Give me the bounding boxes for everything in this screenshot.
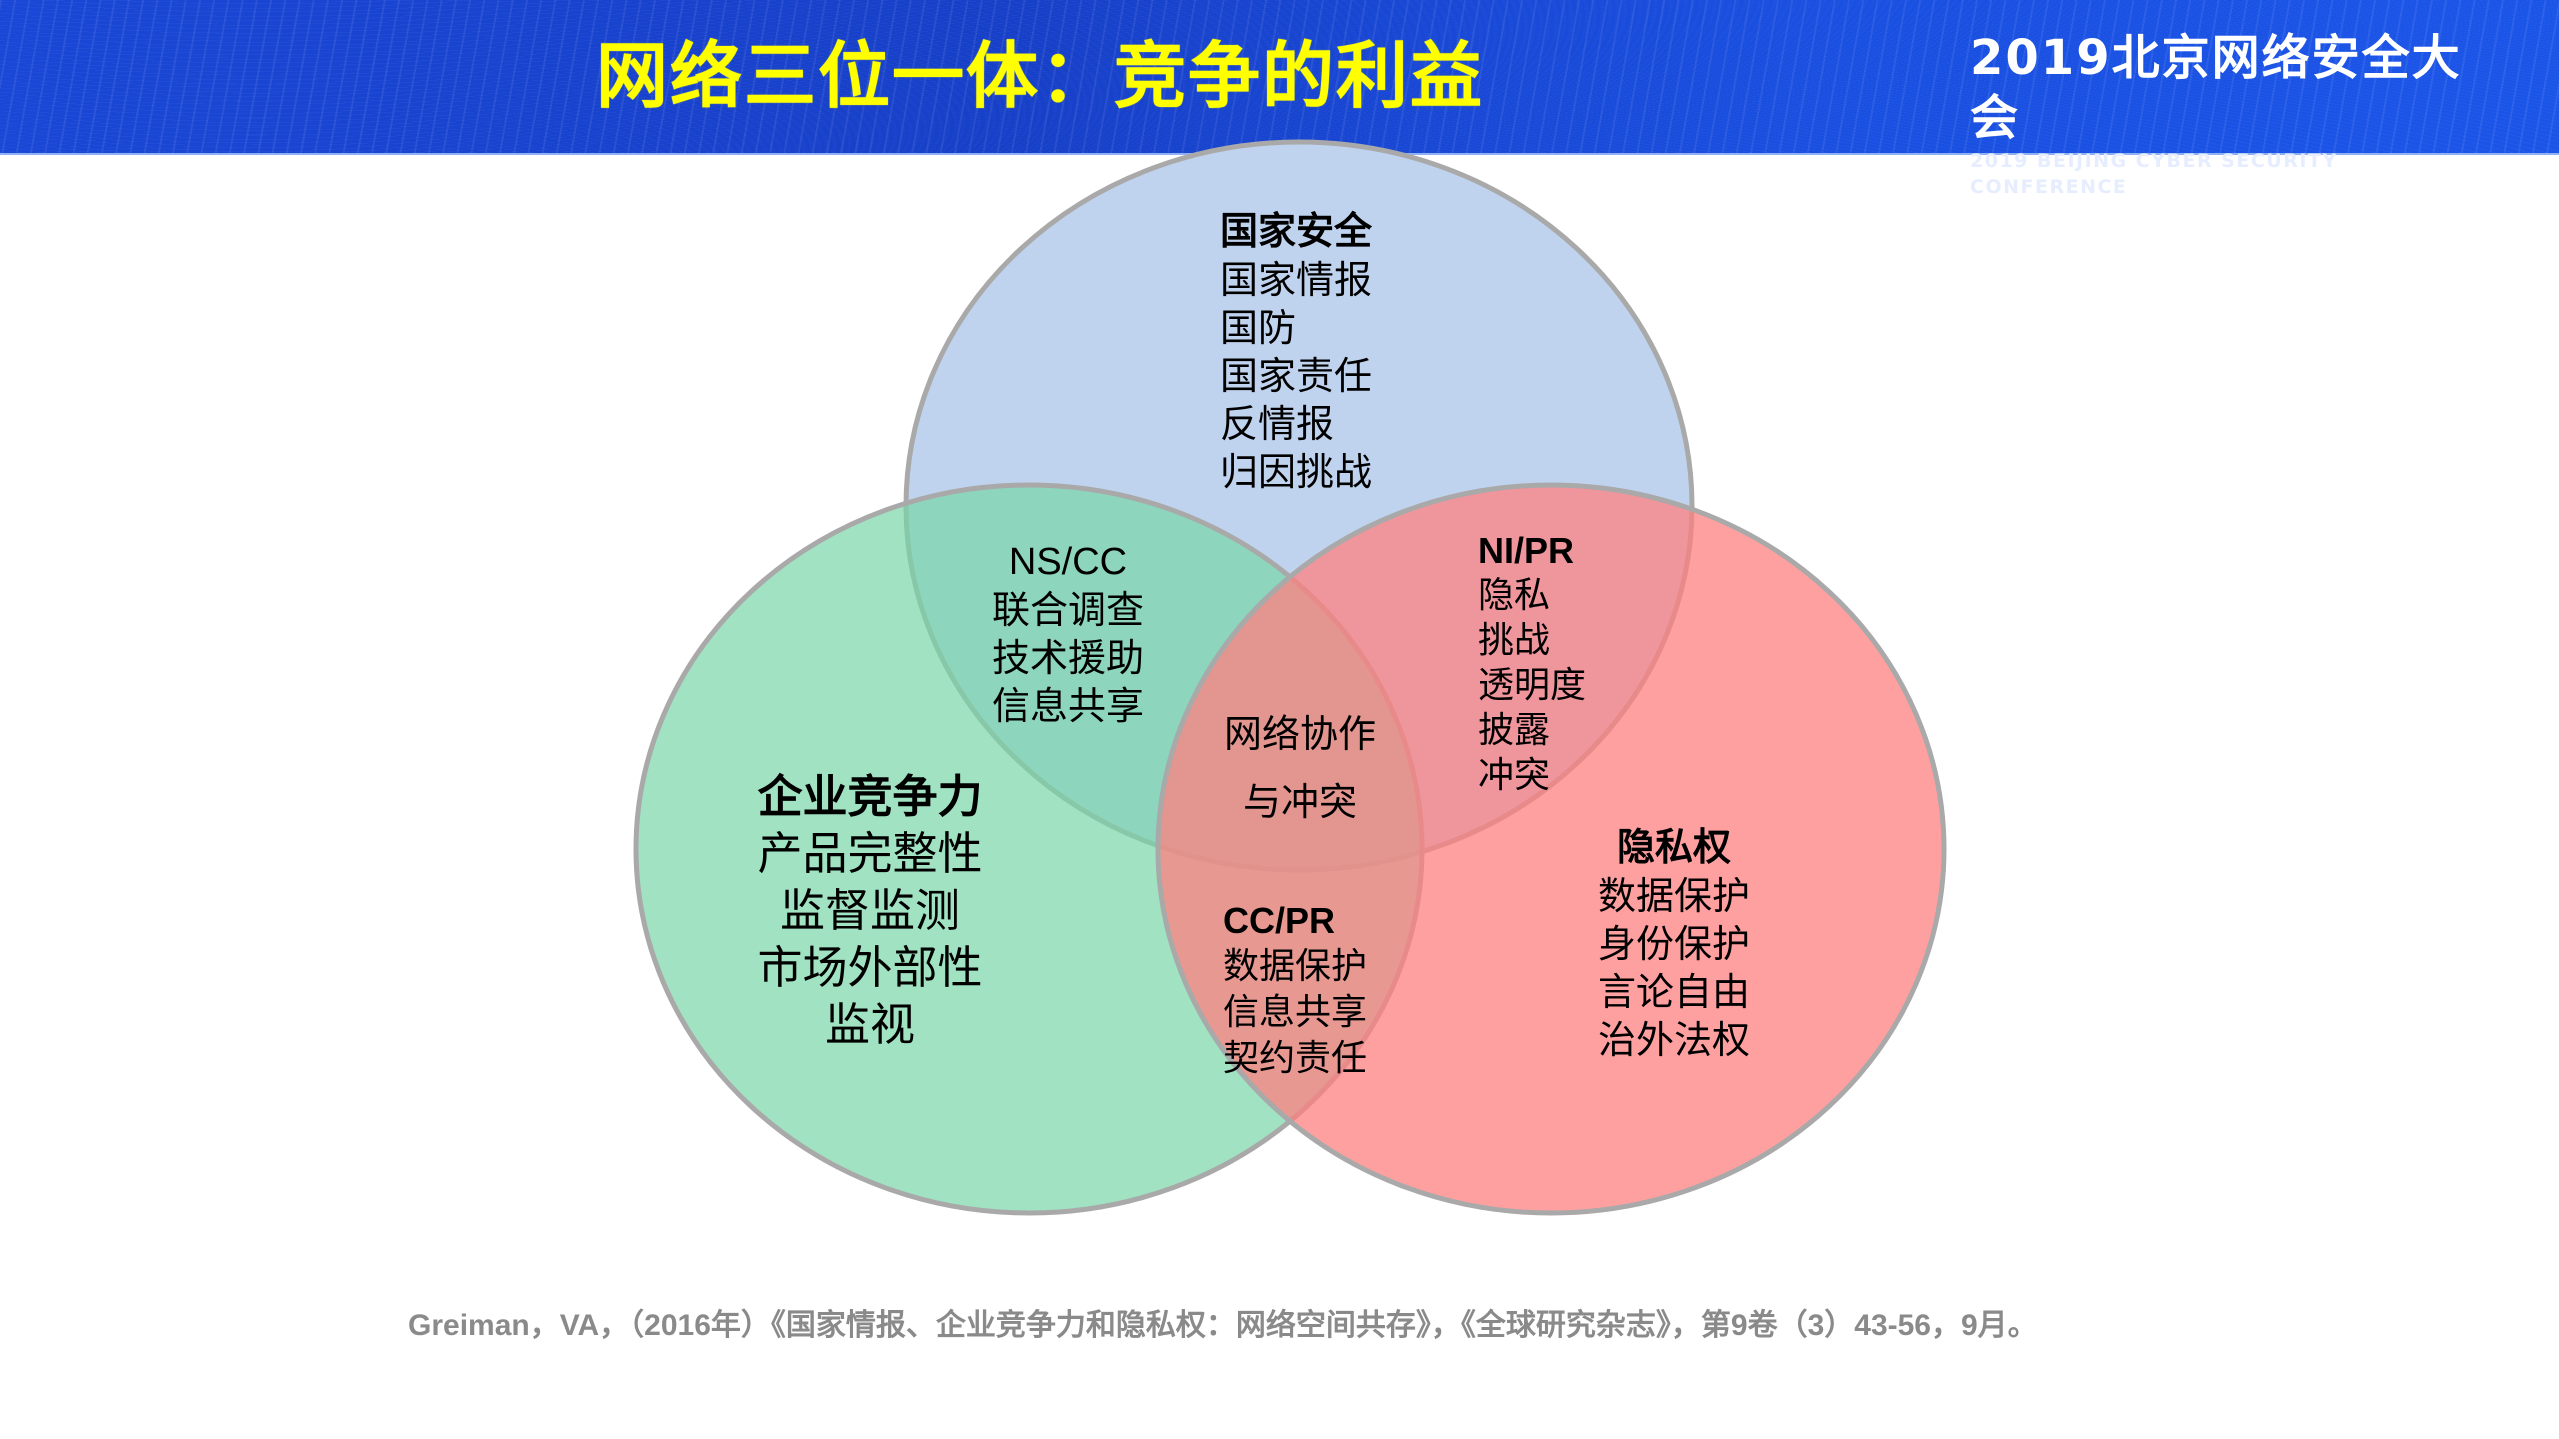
right-heading: 隐私权 (1616, 827, 1731, 869)
ns-cc-item: 信息共享 (991, 684, 1144, 728)
ni-pr-item: 冲突 (1478, 755, 1551, 796)
top-item: 归因挑战 (1220, 450, 1373, 494)
right-item: 治外法权 (1597, 1018, 1750, 1062)
ns-cc-item: 技术援助 (991, 636, 1144, 680)
left-item: 监督监测 (779, 884, 960, 937)
left-heading: 企业竞争力 (757, 771, 983, 822)
ni-pr-heading: NI/PR (1478, 530, 1575, 571)
header-banner: 网络三位一体：竞争的利益 2019北京网络安全大会 2019 BEIJING C… (0, 0, 2559, 198)
right-circle-text: 隐私权 数据保护 身份保护 言论自由 治外法权 (1574, 824, 1774, 1064)
right-item: 身份保护 (1597, 922, 1750, 966)
top-heading: 国家安全 (1220, 211, 1373, 253)
ni-pr-item: 披露 (1478, 710, 1551, 751)
left-item: 监视 (824, 998, 915, 1051)
cc-pr-item: 契约责任 (1223, 1038, 1368, 1079)
circle-privacy-rights (1155, 482, 1947, 1216)
top-item: 反情报 (1220, 402, 1335, 446)
ni-pr-item: 挑战 (1478, 620, 1551, 661)
ns-cc-item: 联合调查 (991, 588, 1144, 632)
right-item: 言论自由 (1597, 970, 1750, 1014)
right-item: 数据保护 (1597, 874, 1750, 918)
top-circle-text: 国家安全 国家情报 国防 国家责任 反情报 归因挑战 (1220, 208, 1372, 496)
left-item: 产品完整性 (757, 827, 983, 880)
top-item: 国防 (1220, 306, 1297, 350)
citation: Greiman，VA，（2016年）《国家情报、企业竞争力和隐私权：网络空间共存… (408, 1309, 2038, 1342)
cc-pr-text: CC/PR 数据保护 信息共享 契约责任 (1223, 898, 1367, 1082)
ni-pr-item: 隐私 (1478, 575, 1551, 616)
center-line2: 与冲突 (1242, 780, 1357, 824)
cc-pr-item: 信息共享 (1223, 992, 1368, 1033)
ns-cc-heading: NS/CC (1008, 541, 1128, 583)
cc-pr-item: 数据保护 (1223, 946, 1368, 987)
ni-pr-item: 透明度 (1478, 665, 1587, 706)
center-line1: 网络协作 (1223, 712, 1376, 756)
conference-logo: 2019北京网络安全大会 2019 BEIJING CYBER SECURITY… (1970, 28, 2490, 200)
center-text: 网络协作 与冲突 (1200, 700, 1400, 836)
cc-pr-heading: CC/PR (1223, 900, 1336, 941)
left-circle-text: 企业竞争力 产品完整性 监督监测 市场外部性 监视 (720, 768, 1020, 1053)
ni-pr-text: NI/PR 隐私 挑战 透明度 披露 冲突 (1478, 528, 1586, 798)
top-item: 国家责任 (1220, 354, 1373, 398)
ns-cc-text: NS/CC 联合调查 技术援助 信息共享 (968, 538, 1168, 730)
left-item: 市场外部性 (757, 941, 983, 994)
logo-english: 2019 BEIJING CYBER SECURITY CONFERENCE (1970, 150, 2338, 198)
top-item: 国家情报 (1220, 258, 1373, 302)
slide-title: 网络三位一体：竞争的利益 (595, 34, 1484, 118)
logo-chinese: 2019北京网络安全大会 (1970, 30, 2462, 146)
